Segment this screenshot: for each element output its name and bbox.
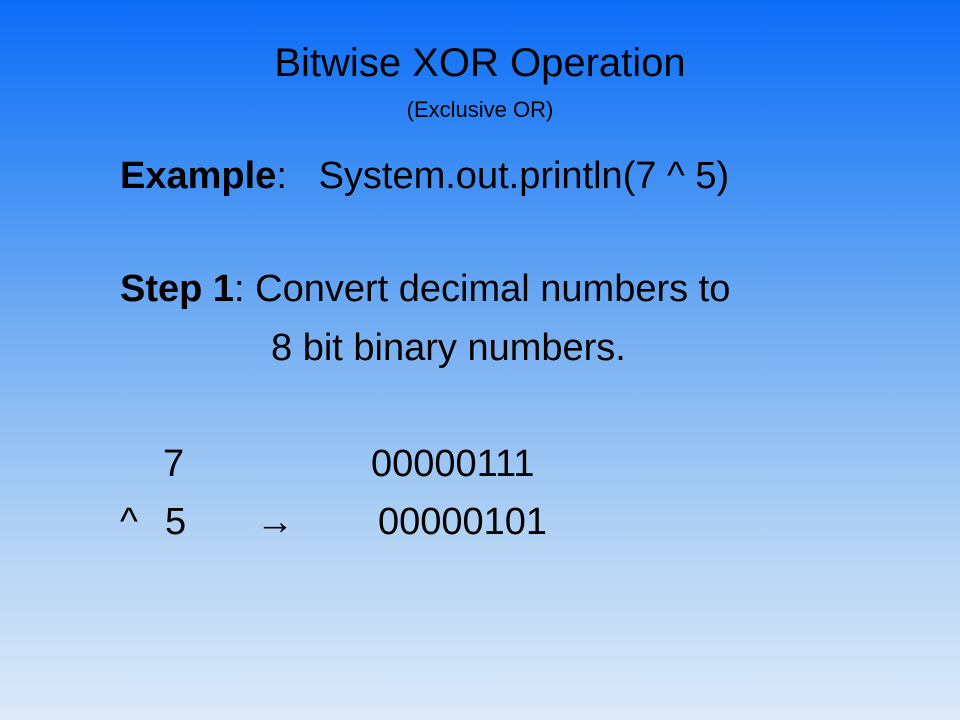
binary-five: 00000101 xyxy=(378,501,548,543)
decimal-seven: 7 xyxy=(163,443,185,485)
binary-seven: 00000111 xyxy=(371,443,535,485)
example-colon: : xyxy=(276,155,287,197)
slide-title: Bitwise XOR Operation xyxy=(274,41,686,85)
xor-operator: ^ xyxy=(120,501,138,543)
example-label: Example xyxy=(120,155,277,197)
step1-text-line1: : Convert decimal numbers to xyxy=(234,268,731,310)
slide-subtitle: (Exclusive OR) xyxy=(406,97,554,122)
step1-line: Step 1: Convert decimal numbers to xyxy=(120,265,730,313)
example-code: System.out.println(7 ^ 5) xyxy=(318,155,730,197)
step1-label: Step 1 xyxy=(120,268,235,310)
decimal-five: 5 xyxy=(165,501,187,543)
step1-text-line2: 8 bit binary numbers. xyxy=(271,327,626,369)
right-arrow-icon: → xyxy=(256,501,294,543)
example-spacer xyxy=(287,155,319,197)
example-line: Example: System.out.println(7 ^ 5) xyxy=(120,152,729,200)
